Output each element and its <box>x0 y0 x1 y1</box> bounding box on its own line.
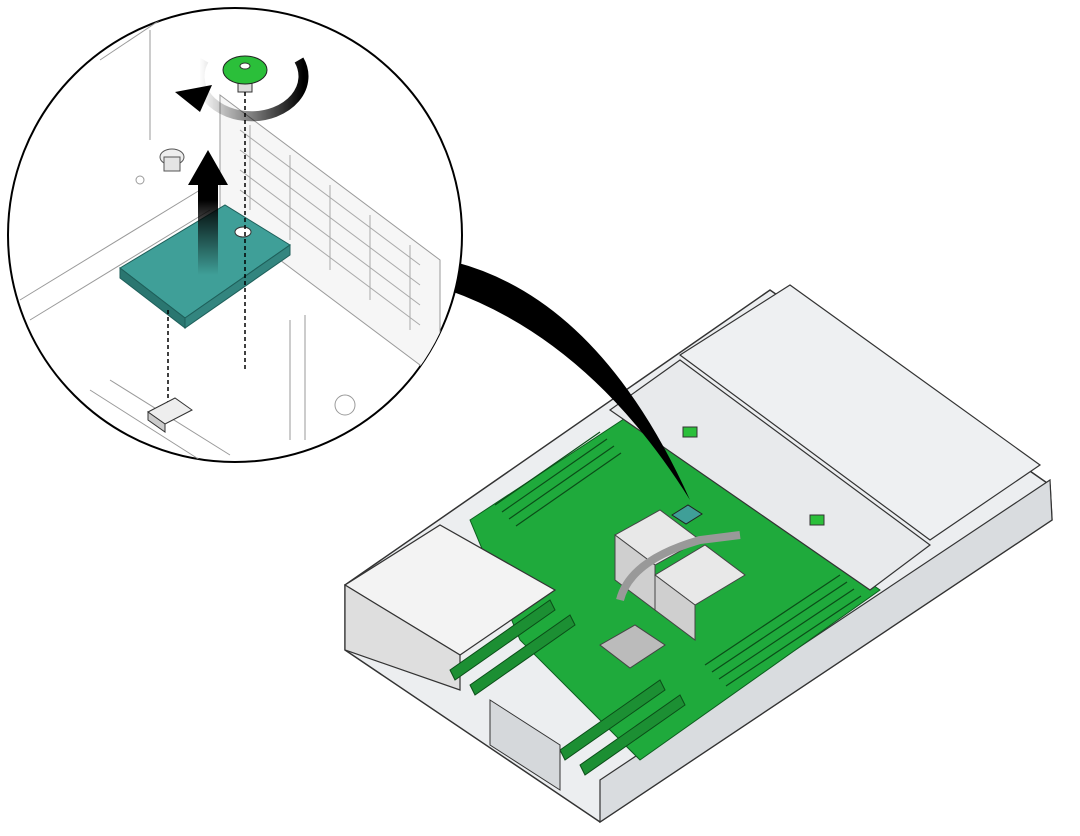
rotate-arrowhead-icon <box>175 85 212 112</box>
cpu-heatsink-2-body <box>654 574 696 641</box>
chipset-heatsink <box>599 624 666 669</box>
lift-up-arrow-icon <box>188 150 228 275</box>
thumbscrew <box>222 55 268 93</box>
cover-latch-2 <box>809 514 825 526</box>
memory-modules-right <box>704 574 862 687</box>
memory-modules-left <box>494 431 622 527</box>
pcie-cards <box>449 599 686 776</box>
module-location <box>671 504 703 525</box>
air-duct-handle <box>616 531 741 602</box>
top-cover-rear <box>678 284 1042 541</box>
rotate-counterclockwise-icon <box>194 57 309 122</box>
cover-latch-1 <box>682 426 698 438</box>
chassis-side-wall <box>599 478 1053 824</box>
callout-pointer <box>448 262 690 500</box>
board-connector <box>147 397 193 433</box>
standoff-screw <box>159 148 185 172</box>
rear-io-panel <box>489 699 561 791</box>
detail-callout <box>7 7 463 463</box>
power-supply-front <box>344 583 461 691</box>
server-chassis <box>343 284 1053 824</box>
top-cover-front <box>608 359 932 591</box>
